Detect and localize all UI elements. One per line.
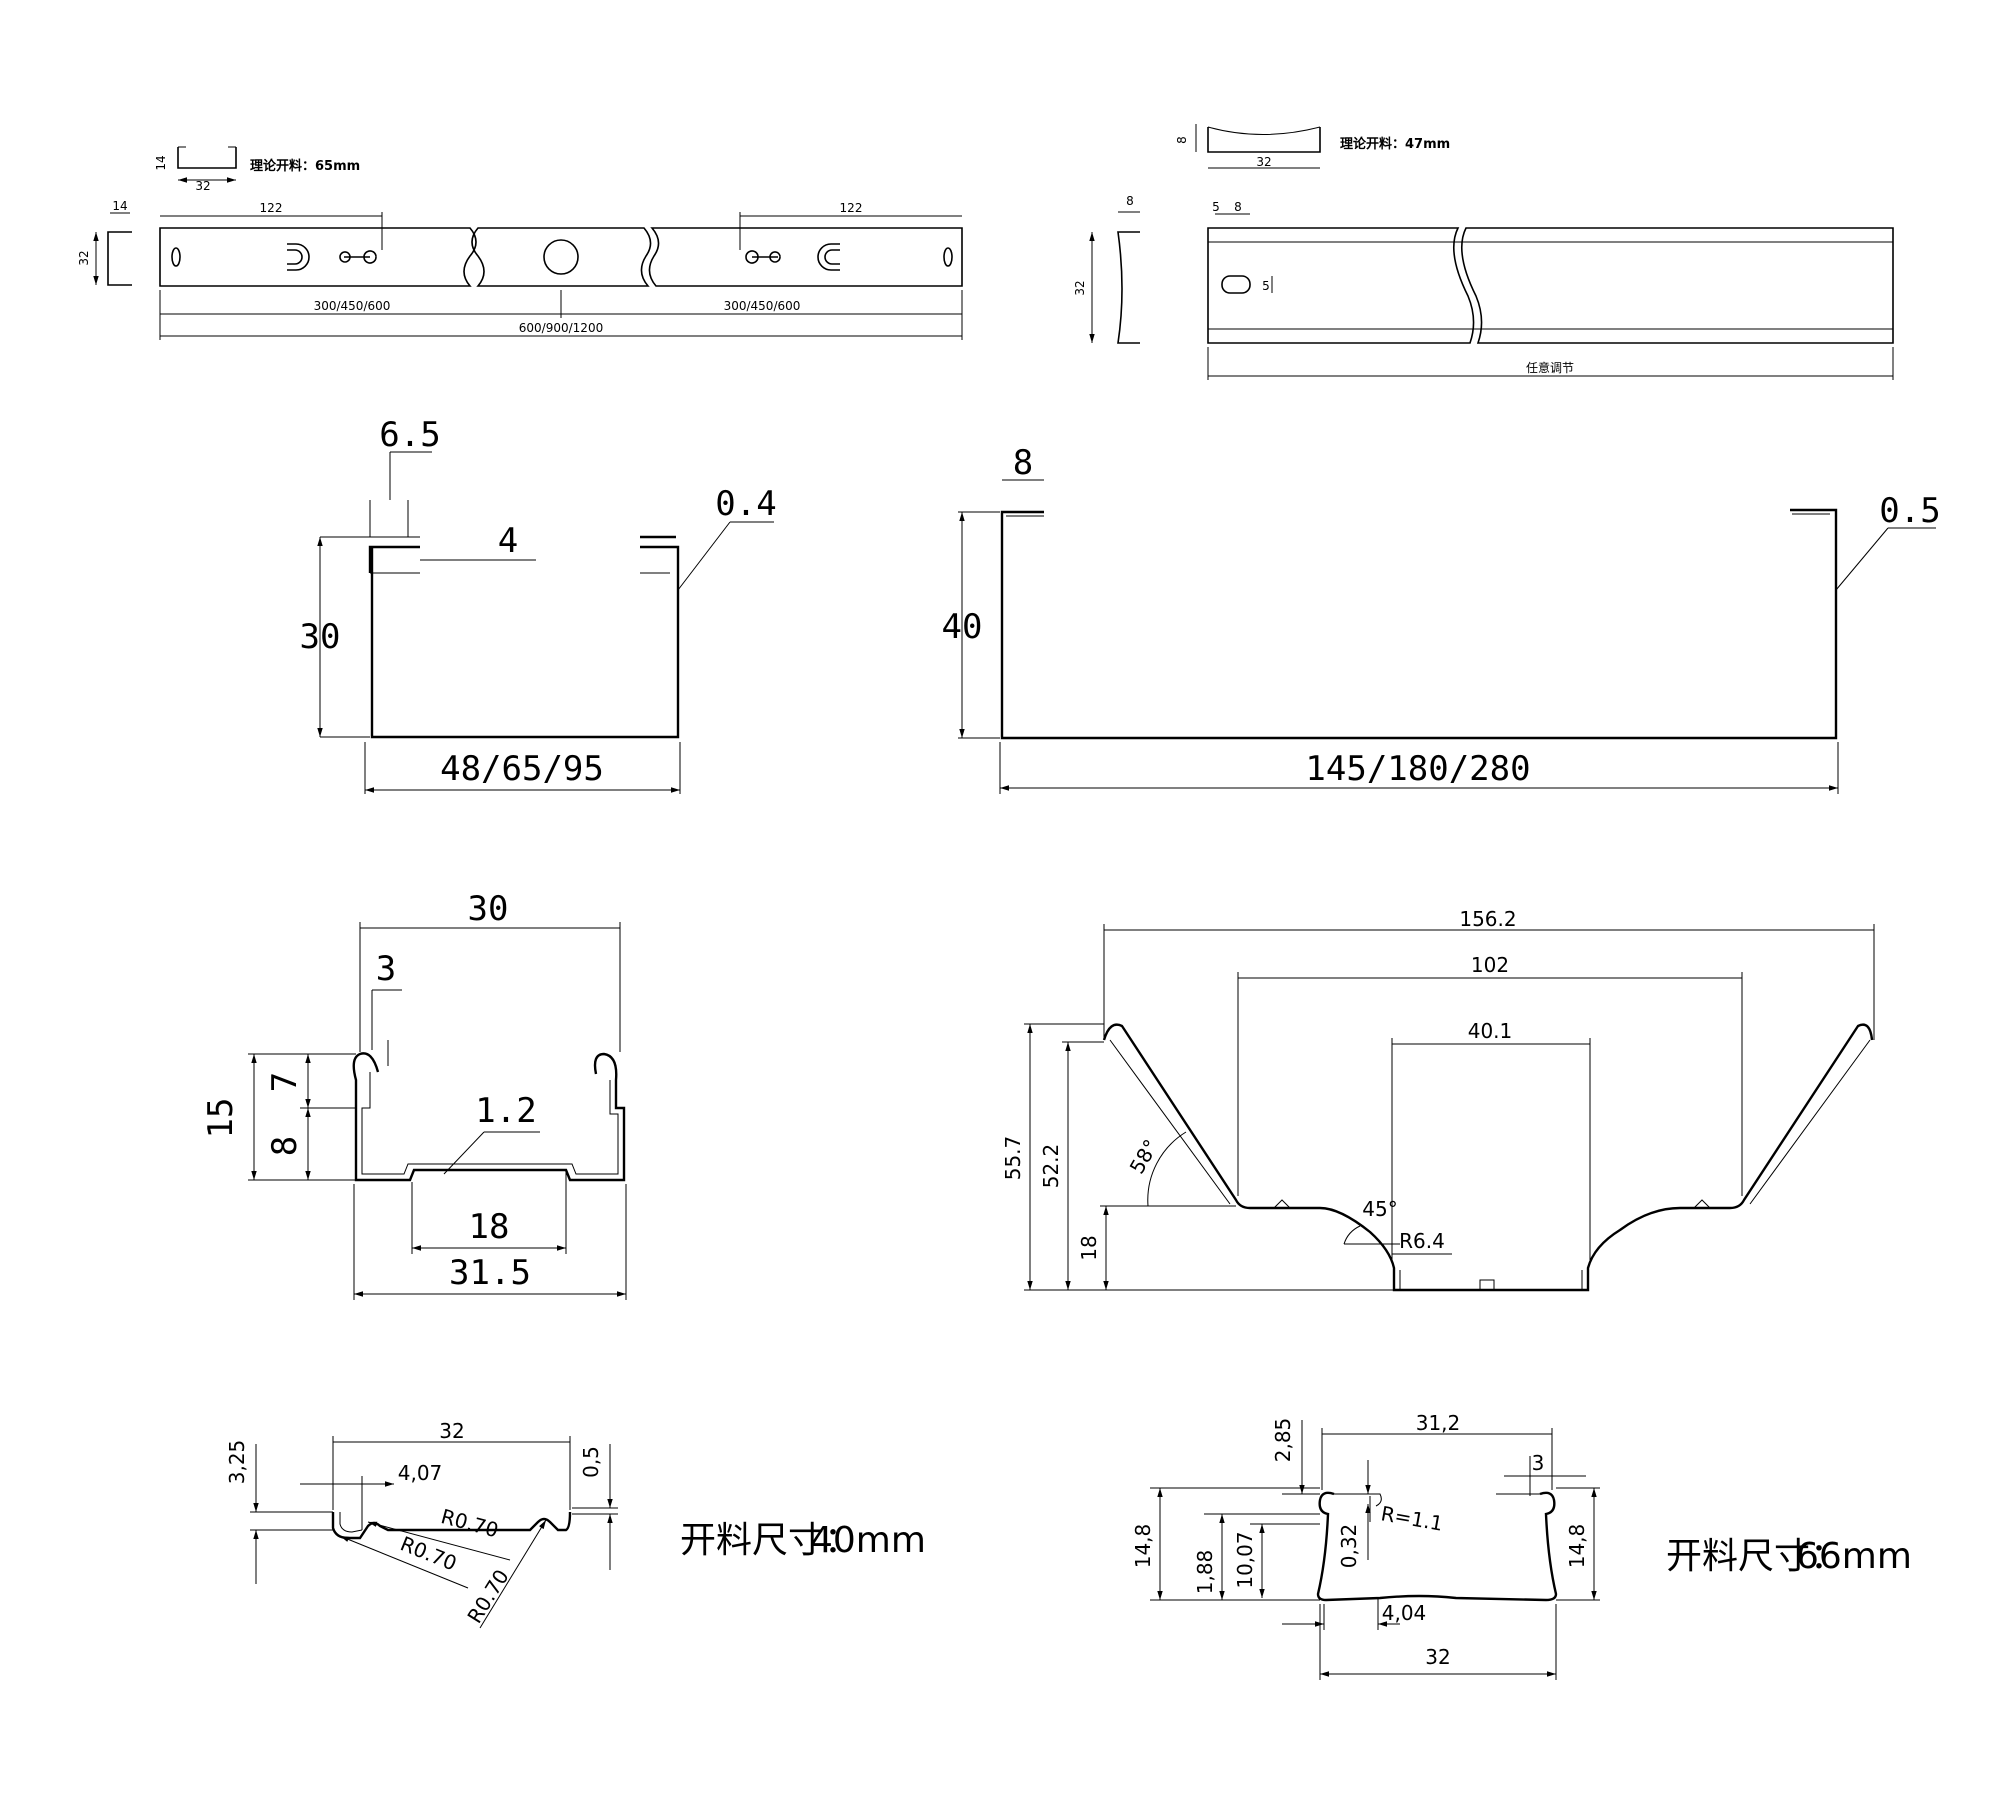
end-slot-left [171, 247, 181, 267]
rail2-right-segment [1460, 227, 1894, 344]
profile-f-h-right: 14,8 [1565, 1524, 1589, 1569]
keyhole-right [745, 250, 781, 264]
profile-c-groove-depth: 1.2 [475, 1091, 536, 1131]
profile-d-h-low: 18 [1077, 1235, 1101, 1260]
profile-b-section: 8 40 0.5 145/180/280 [942, 443, 1941, 794]
theory-cut-label: 理论开料：65mm [250, 158, 360, 174]
half-right-label: 300/450/600 [724, 299, 801, 313]
end-slot-right [943, 247, 953, 267]
profile-d-h-mid: 52.2 [1039, 1144, 1063, 1189]
rail2-end-view [1117, 231, 1140, 344]
rail2-icon-width-label: 32 [1256, 155, 1271, 169]
rail2-end-width-label: 8 [1126, 194, 1134, 208]
hook-hole-left [287, 243, 310, 271]
profile-f-h-c: 0,32 [1337, 1524, 1361, 1569]
profile-f-h-a: 1,88 [1193, 1550, 1217, 1595]
profile-f-base-width: 32 [1425, 1645, 1450, 1669]
profile-c-top-width: 30 [468, 889, 509, 929]
profile-e-lip: 4,07 [398, 1461, 443, 1485]
profile-d-radius: R6.4 [1399, 1229, 1445, 1253]
profile-d-section: 156.2 102 40.1 55.7 52.2 18 58° 45° R6.4 [1001, 907, 1875, 1292]
rail2-length-label: 任意调节 [1526, 360, 1574, 375]
top-right-rail-view: 32 8 理论开料：47mm 8 32 5 8 5 任意调节 [1073, 124, 1894, 380]
profile-f-notch: 3 [1532, 1451, 1545, 1475]
top-left-rail-view: 32 14 理论开料：65mm 14 32 122 122 300/450/60 [77, 146, 963, 340]
keyhole-left [339, 250, 377, 264]
profile-a-height: 30 [300, 617, 341, 657]
profile-f-radius: R=1.1 [1379, 1501, 1445, 1535]
rail-left-segment [159, 227, 477, 287]
profile-e-r3: R0.70 [462, 1565, 513, 1627]
rail-middle-segment [471, 227, 652, 287]
profile-c-lower: 8 [265, 1136, 305, 1156]
profile-f-base-lip: 4,04 [1382, 1601, 1427, 1625]
profile-f-h-b: 10,07 [1233, 1531, 1257, 1588]
profile-f-top-gap: 2,85 [1271, 1418, 1295, 1463]
profile-d-overall: 156.2 [1459, 907, 1516, 931]
profile-c-lip: 3 [376, 949, 396, 989]
half-left-label: 300/450/600 [314, 299, 391, 313]
hook-hole-right [817, 243, 840, 271]
rail2-end-height-label: 32 [1073, 280, 1087, 295]
profile-a-lip: 4 [498, 521, 518, 561]
rail2-left-segment [1207, 227, 1475, 344]
profile-d-h-total: 55.7 [1001, 1136, 1025, 1181]
profile-e-h-right: 0,5 [579, 1446, 603, 1478]
profile-c-section: 30 3 15 7 8 1.2 18 31.5 [201, 889, 627, 1300]
rail2-slot [1221, 275, 1251, 294]
profile-e-section: 32 4,07 3,25 0,5 R0.70 R0.70 R0.70 开料尺寸：… [225, 1419, 926, 1629]
profile-a-thickness: 0.4 [715, 484, 776, 524]
profile-a-top-width: 6.5 [379, 415, 440, 455]
profile-c-groove-width: 18 [469, 1207, 510, 1247]
profile-d-angle-bend: 45° [1362, 1197, 1397, 1221]
profile-b-thickness: 0.5 [1879, 491, 1940, 531]
profile-e-cut-label: 开料尺寸： [680, 1520, 860, 1561]
profile-c-height: 15 [201, 1098, 241, 1139]
profile-f-section: 31,2 2,85 3 R=1.1 14,8 14,8 1,88 10,07 0… [1131, 1411, 1912, 1680]
profile-b-width: 145/180/280 [1305, 749, 1530, 789]
profile-f-outline [1316, 1491, 1558, 1602]
profile-d-inner: 40.1 [1468, 1019, 1513, 1043]
profile-a-outline [368, 535, 680, 739]
hole-b-label: 8 [1234, 200, 1242, 214]
offset-right-label: 122 [840, 201, 863, 215]
profile-e-r1: R0.70 [438, 1504, 501, 1542]
profile-e-width: 32 [439, 1419, 464, 1443]
profile-f-top-width: 31,2 [1416, 1411, 1461, 1435]
icon-width-label: 32 [195, 179, 210, 193]
profile-d-mid: 102 [1471, 953, 1509, 977]
profile-d-notch [1479, 1279, 1495, 1291]
rail2-theory-cut-label: 理论开料：47mm [1340, 136, 1450, 152]
hole-a-label: 5 [1212, 200, 1220, 214]
hole-c-label: 5 [1262, 279, 1270, 293]
end-height-label: 32 [77, 250, 91, 265]
profile-b-height: 40 [942, 607, 983, 647]
end-width-label: 14 [112, 199, 127, 213]
profile-e-cut-value: 40mm [810, 1520, 926, 1561]
rail-end-view [107, 231, 132, 286]
icon-height-label: 14 [154, 155, 168, 170]
profile-c-base-width: 31.5 [449, 1253, 531, 1293]
profile-d-outline [1102, 1023, 1874, 1292]
rail-profile-icon [177, 147, 237, 169]
profile-e-h-left: 3,25 [225, 1440, 249, 1485]
profile-a-width: 48/65/95 [440, 749, 604, 789]
rail2-icon-height-label: 8 [1175, 136, 1189, 144]
offset-left-label: 122 [260, 201, 283, 215]
profile-f-h-left: 14,8 [1131, 1524, 1155, 1569]
profile-f-cut-label: 开料尺寸： [1666, 1536, 1846, 1577]
rail-right-segment [648, 227, 963, 287]
total-length-label: 600/900/1200 [519, 321, 603, 335]
rail2-profile-icon [1207, 127, 1321, 153]
profile-c-upper: 7 [265, 1072, 305, 1092]
profile-c-outline [352, 1052, 626, 1182]
center-hole [543, 239, 579, 275]
profile-d-angle-side: 58° [1125, 1135, 1164, 1178]
profile-b-outline [1000, 508, 1838, 740]
profile-b-lip: 8 [1013, 443, 1033, 483]
profile-a-section: 6.5 4 30 0.4 48/65/95 [300, 415, 777, 794]
profile-f-cut-value: 66mm [1796, 1536, 1912, 1577]
